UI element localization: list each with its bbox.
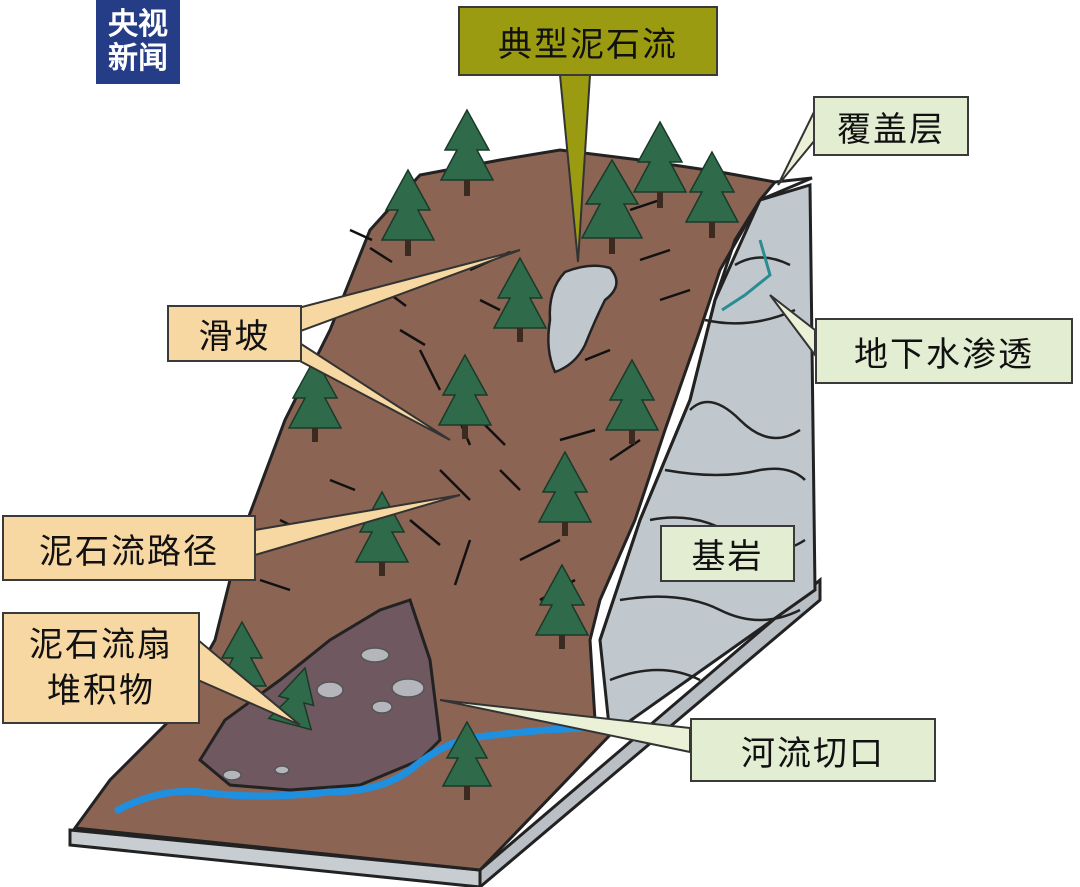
fan-boulders (222, 647, 425, 781)
source-rock (547, 264, 618, 374)
label-debris-fan-deposit: 泥石流扇 堆积物 (2, 612, 200, 724)
label-bedrock: 基岩 (660, 525, 795, 582)
cover-layer-edge (598, 176, 813, 641)
label-groundwater-seepage: 地下水渗透 (815, 318, 1073, 384)
logo-line-2: 新闻 (108, 41, 168, 76)
logo-line-1: 央视 (108, 7, 168, 42)
label-debris-flow-path: 泥石流路径 (2, 515, 256, 581)
callout-pointers (197, 74, 816, 754)
label-landslide: 滑坡 (167, 305, 302, 362)
slope-hatching (259, 198, 691, 602)
cctv-news-logo: 央视 新闻 (96, 0, 180, 84)
label-fan-line-2: 堆积物 (47, 671, 155, 711)
groundwater-line (721, 239, 772, 312)
label-cover-layer: 覆盖层 (813, 96, 969, 156)
label-typical-debris-flow: 典型泥石流 (458, 6, 718, 76)
river (114, 724, 589, 814)
bedrock-strata (609, 256, 806, 682)
label-fan-line-1: 泥石流扇 (29, 625, 173, 665)
label-river-cut: 河流切口 (690, 718, 936, 782)
trees (216, 108, 740, 800)
